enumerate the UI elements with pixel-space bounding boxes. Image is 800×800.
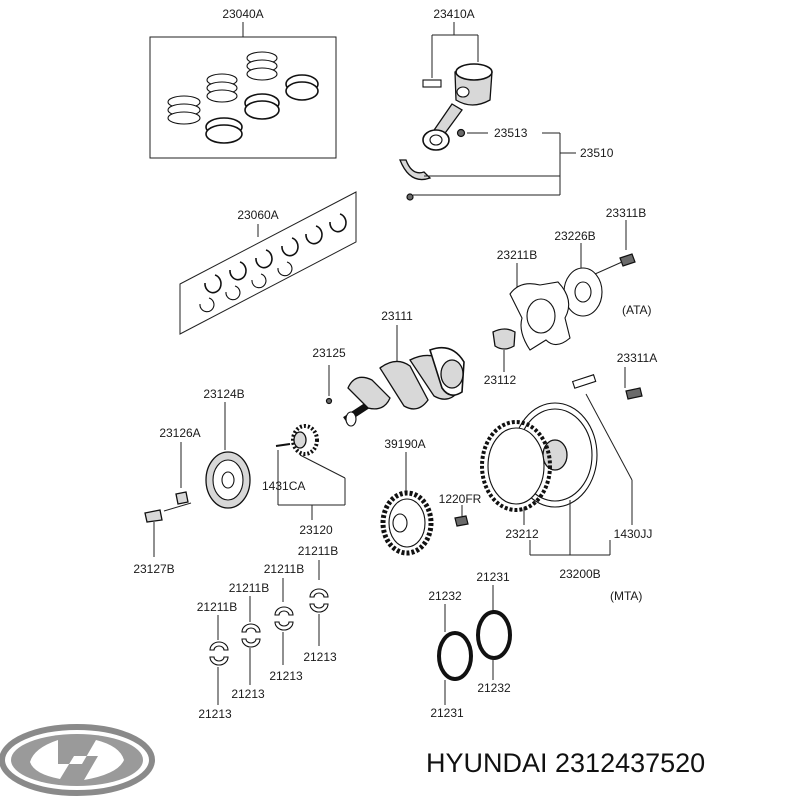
label-23311A: 23311A: [617, 351, 657, 365]
label-23111: 23111: [381, 309, 413, 323]
label-21231-bottom: 21231: [430, 706, 464, 720]
label-23124B: 23124B: [203, 387, 244, 401]
label-23120: 23120: [299, 523, 333, 537]
label-23112: 23112: [484, 373, 517, 387]
label-23211B: 23211B: [497, 248, 537, 262]
label-1430JJ: 1430JJ: [614, 527, 653, 541]
label-23510: 23510: [580, 146, 614, 160]
label-23126A: 23126A: [159, 426, 200, 440]
label-23311B: 23311B: [606, 206, 646, 220]
piston-ring-set: [149, 22, 337, 159]
label-23060A: 23060A: [237, 208, 278, 222]
label-21232-bottom: 21232: [477, 681, 511, 695]
label-23040A: 23040A: [222, 7, 263, 21]
label-21211B-2: 21211B: [229, 581, 269, 595]
label-21211B-1: 21211B: [197, 600, 237, 614]
label-23200B: 23200B: [559, 567, 600, 581]
label-21232-top: 21232: [428, 589, 462, 603]
label-21211B-4: 21211B: [298, 544, 338, 558]
thrust-washers: [437, 585, 512, 705]
label-23226B: 23226B: [554, 229, 595, 243]
label-21213-3: 21213: [269, 669, 303, 683]
label-23212: 23212: [505, 527, 539, 541]
label-23513: 23513: [494, 126, 528, 140]
brand-part-number: HYUNDAI 2312437520: [426, 748, 705, 778]
crankshaft-pulley: [144, 402, 251, 557]
label-21213-4: 21213: [303, 650, 337, 664]
connecting-rod-bearings: [209, 560, 329, 705]
label-23127B: 23127B: [133, 562, 174, 576]
label-23125: 23125: [312, 346, 346, 360]
crankshaft: [325, 325, 465, 427]
label-21213-2: 21213: [231, 687, 265, 701]
label-21211B-3: 21211B: [264, 562, 304, 576]
label-39190A: 39190A: [384, 437, 425, 451]
label-21231-top: 21231: [476, 570, 510, 584]
flywheel-assembly: [480, 367, 643, 556]
piston-and-connecting-rod: [399, 22, 576, 201]
hyundai-logo-icon: [0, 724, 155, 796]
main-bearing-set: [179, 191, 357, 335]
label-1431CA: 1431CA: [262, 479, 305, 493]
label-mta: (MTA): [610, 589, 642, 603]
oil-pump-sprocket: [380, 452, 469, 556]
label-23410A: 23410A: [433, 7, 474, 21]
crank-sprocket: [275, 424, 346, 520]
drive-plate-assembly: [492, 220, 636, 372]
label-21213-1: 21213: [198, 707, 232, 721]
label-1220FR: 1220FR: [439, 492, 482, 506]
label-ata: (ATA): [622, 303, 652, 317]
